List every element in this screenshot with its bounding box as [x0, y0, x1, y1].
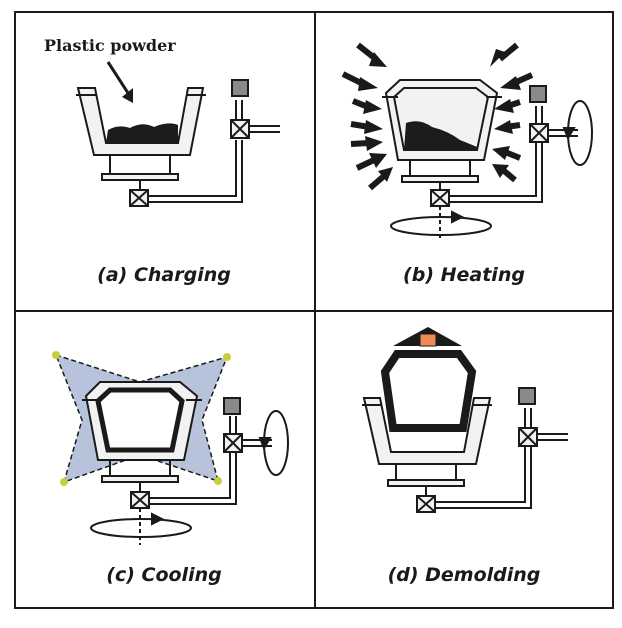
- top-cap: [231, 79, 249, 97]
- caption-charging: (a) Charging: [97, 264, 231, 286]
- rotation-arrow-horizontal: [390, 216, 492, 236]
- top-cap: [529, 85, 547, 103]
- rotation-arrow-horizontal: [90, 518, 192, 538]
- caption-cooling: (c) Cooling: [106, 564, 222, 586]
- panel-d-demolding: [362, 327, 568, 513]
- top-cap: [518, 387, 536, 405]
- cooling-nozzle: [60, 478, 68, 486]
- top-cap: [223, 397, 241, 415]
- powder-heating: [404, 121, 477, 150]
- plastic-powder: [106, 123, 178, 143]
- panel-c-cooling: [52, 351, 289, 545]
- cooling-nozzle: [214, 477, 222, 485]
- mold-half-open: [76, 87, 205, 156]
- arm-pipe: [148, 140, 237, 197]
- plastic-powder-label: Plastic powder: [44, 36, 176, 55]
- powder-arrow: [106, 61, 130, 94]
- part-tab: [419, 333, 437, 347]
- panel-b-heating: [341, 42, 593, 240]
- formed-part: [95, 387, 185, 453]
- caption-demolding: (d) Demolding: [387, 564, 541, 586]
- cooling-nozzle: [223, 353, 231, 361]
- panel-a-charging: [76, 61, 280, 207]
- mold-base-plate: [101, 173, 179, 181]
- panel-divider-horizontal: [14, 310, 614, 312]
- demolded-part: [380, 350, 477, 432]
- heat-arrows: [341, 42, 534, 191]
- caption-heating: (b) Heating: [403, 264, 525, 286]
- cooling-nozzle: [52, 351, 60, 359]
